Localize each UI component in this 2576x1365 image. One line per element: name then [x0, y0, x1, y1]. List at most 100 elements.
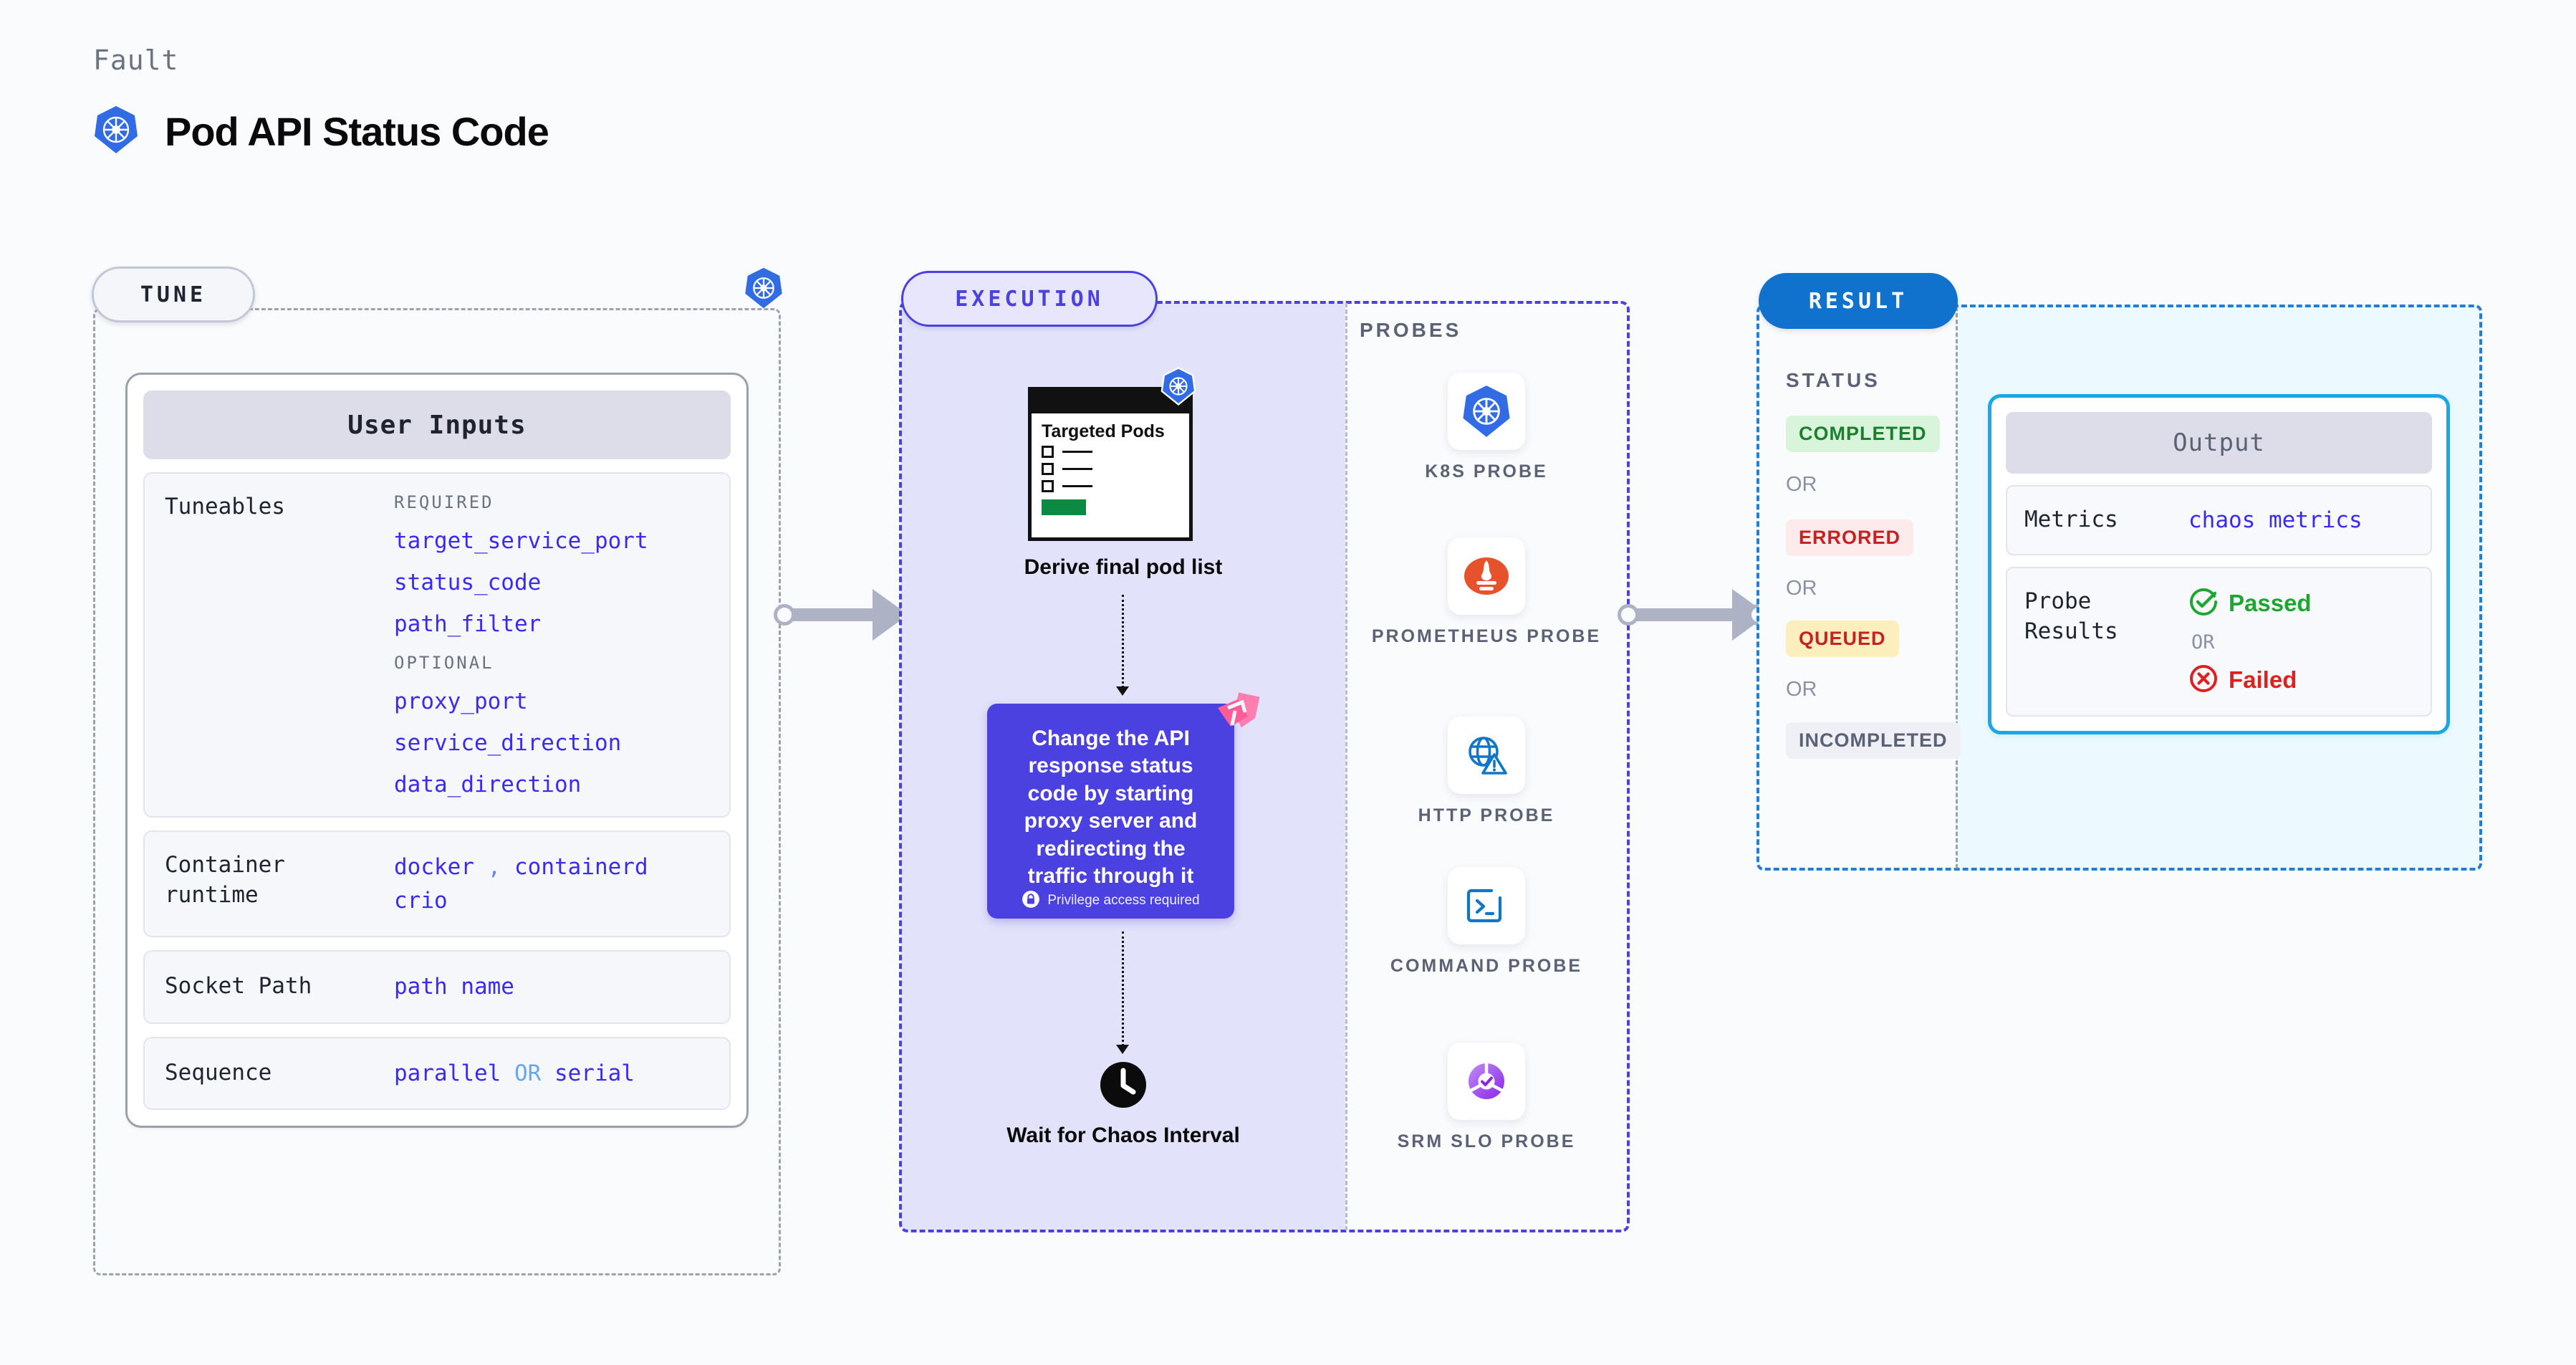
flow-arrow-line — [1122, 931, 1124, 1046]
prometheus-icon — [1448, 537, 1525, 615]
status-badge-incompleted: INCOMPLETED — [1786, 722, 1961, 759]
probe-item-k8s[interactable]: K8S PROBE — [1345, 373, 1628, 484]
user-inputs-card: User Inputs Tuneables REQUIRED target_se… — [125, 373, 749, 1128]
kubernetes-icon — [1160, 367, 1196, 408]
tuneables-values: REQUIRED target_service_port status_code… — [394, 492, 648, 798]
action-card: Change the API response status code by s… — [987, 704, 1234, 919]
privilege-label: Privilege access required — [1047, 893, 1200, 909]
container-runtime-row: Container runtime docker , containerd cr… — [143, 830, 731, 937]
tuneable-item[interactable]: status_code — [394, 570, 542, 595]
targeted-pods-title: Targeted Pods — [1042, 421, 1165, 441]
derive-final-pod-list-label: Derive final pod list — [1024, 555, 1223, 579]
user-inputs-title: User Inputs — [143, 391, 731, 459]
probe-results-row: Probe Results Passed OR — [2006, 566, 2432, 717]
value-separator: , — [487, 854, 501, 880]
flow-arrow-head — [1116, 686, 1129, 696]
status-or-word: OR — [1786, 678, 1817, 701]
probe-item-prometheus[interactable]: PROMETHEUS PROBE — [1345, 537, 1628, 648]
status-or-word: OR — [1786, 473, 1817, 496]
runtime-value[interactable]: docker — [394, 854, 474, 880]
metrics-row: Metrics chaos metrics — [2006, 485, 2432, 555]
probe-result-failed: Failed — [2188, 664, 2312, 696]
probe-item-command[interactable]: COMMAND PROBE — [1345, 867, 1628, 978]
probe-label: SRM SLO PROBE — [1397, 1131, 1576, 1151]
probe-label: PROMETHEUS PROBE — [1371, 626, 1602, 646]
sequence-row: Sequence parallel OR serial — [143, 1036, 731, 1110]
doc-topbar — [1032, 391, 1189, 413]
container-runtime-values: docker , containerd crio — [394, 851, 648, 917]
flow-arrow-head — [1116, 1045, 1129, 1054]
probe-result-or-word: OR — [2191, 631, 2215, 653]
metrics-label: Metrics — [2024, 507, 2118, 532]
probe-results-label: Probe Results — [2024, 588, 2118, 644]
harness-ribbon-icon — [1213, 692, 1261, 738]
checkbox-line — [1042, 480, 1179, 493]
result-divider — [1956, 307, 1958, 868]
result-pill-label: RESULT — [1759, 273, 1958, 329]
tuneable-item[interactable]: service_direction — [394, 730, 622, 756]
probe-label: K8S PROBE — [1425, 461, 1548, 482]
status-or-word: OR — [1786, 577, 1817, 600]
checkbox-line — [1042, 463, 1179, 476]
status-title: STATUS — [1786, 369, 1880, 391]
probe-item-http[interactable]: HTTP PROBE — [1345, 717, 1628, 828]
probes-title: PROBES — [1360, 319, 1462, 341]
status-badge-errored: ERRORED — [1786, 519, 1914, 556]
privilege-row: Privilege access required — [1022, 890, 1200, 914]
result-panel — [1756, 305, 2482, 871]
tuneables-required-kind: REQUIRED — [394, 492, 494, 512]
socket-path-value[interactable]: path name — [394, 974, 514, 1000]
action-description: Change the API response status code by s… — [1024, 727, 1198, 888]
page-title: Pod API Status Code — [165, 108, 549, 154]
tuneable-item[interactable]: data_direction — [394, 772, 582, 798]
srm-slo-icon — [1448, 1043, 1525, 1120]
probe-results-values: Passed OR Failed — [2188, 587, 2312, 696]
tune-pill-label: TUNE — [92, 267, 255, 322]
kubernetes-icon — [744, 267, 784, 312]
kubernetes-icon — [1448, 373, 1525, 450]
probes-divider — [1345, 303, 1347, 1230]
targeted-pods-card: Targeted Pods — [1028, 387, 1193, 541]
tuneable-item[interactable]: path_filter — [394, 611, 542, 637]
tuneable-item[interactable]: target_service_port — [394, 528, 648, 554]
tune-panel — [93, 308, 781, 1275]
flow-arrow-line — [1122, 595, 1124, 688]
fault-eyebrow-label: Fault — [93, 44, 179, 76]
green-progress-bar — [1042, 499, 1086, 516]
runtime-value[interactable]: containerd — [514, 854, 648, 880]
probe-label: COMMAND PROBE — [1390, 956, 1583, 976]
status-badge-queued: QUEUED — [1786, 621, 1899, 657]
output-title: Output — [2006, 412, 2432, 474]
x-circle-icon — [2188, 664, 2219, 696]
execution-panel — [899, 301, 1630, 1232]
kubernetes-icon — [93, 105, 139, 158]
wait-for-chaos-interval: Wait for Chaos Interval — [901, 1060, 1345, 1149]
tuneables-row: Tuneables REQUIRED target_service_port s… — [143, 472, 731, 818]
probe-result-passed: Passed — [2188, 587, 2312, 620]
probe-item-srm-slo[interactable]: SRM SLO PROBE — [1345, 1043, 1628, 1154]
container-runtime-label: Container runtime — [165, 852, 285, 908]
sequence-values: parallel OR serial — [394, 1057, 635, 1091]
status-badge-completed: COMPLETED — [1786, 416, 1940, 452]
terminal-icon — [1448, 867, 1525, 944]
sequence-label: Sequence — [165, 1059, 272, 1086]
checkbox-icon — [1042, 463, 1054, 476]
wait-label: Wait for Chaos Interval — [1006, 1124, 1240, 1147]
connector-tune-to-execution — [774, 588, 917, 642]
checkbox-icon — [1042, 480, 1054, 493]
checkbox-icon — [1042, 446, 1054, 459]
sequence-or-word: OR — [514, 1060, 542, 1086]
metrics-value[interactable]: chaos metrics — [2188, 507, 2363, 533]
lock-icon — [1022, 890, 1040, 911]
failed-label: Failed — [2229, 666, 2297, 693]
runtime-value[interactable]: crio — [394, 887, 448, 914]
sequence-value[interactable]: serial — [554, 1060, 635, 1086]
output-card: Output Metrics chaos metrics Probe Resul… — [1988, 394, 2450, 734]
clock-icon — [1099, 1062, 1148, 1112]
title-row: Pod API Status Code — [93, 105, 549, 158]
connector-execution-to-result — [1612, 588, 1777, 642]
sequence-value[interactable]: parallel — [394, 1060, 501, 1086]
passed-label: Passed — [2229, 589, 2312, 616]
tuneable-item[interactable]: proxy_port — [394, 689, 528, 714]
http-globe-warning-icon — [1448, 717, 1525, 794]
